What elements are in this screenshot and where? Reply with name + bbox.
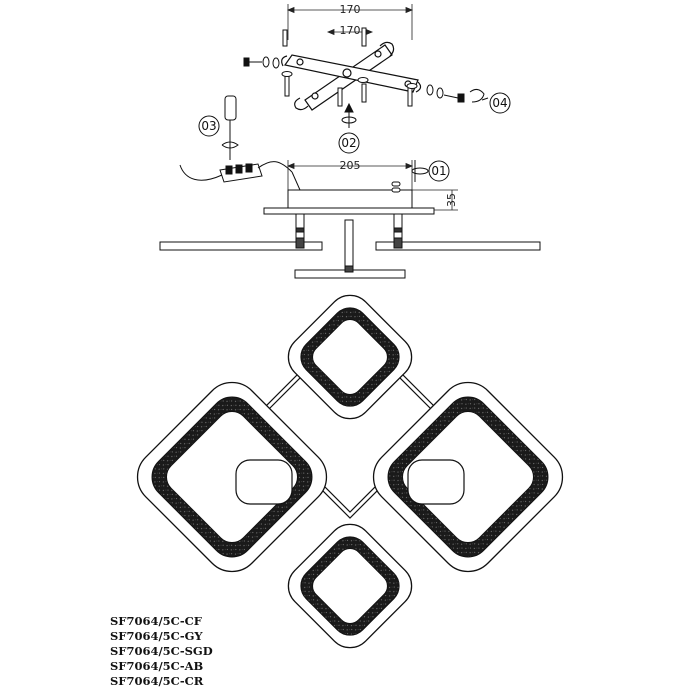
mounting-bracket-section: 170 170 [243,3,489,128]
base-width-label: 205 [340,159,361,172]
step-01-callout: 01 [411,160,450,182]
step-02-callout: 02 [338,132,360,154]
outer-width-dimension [286,4,414,40]
terminal-block-section: 03 [179,95,301,191]
model-number: SF7064/5C-CF [110,614,202,628]
step-04-label: 04 [492,96,507,110]
step-02-label: 02 [341,136,356,150]
chandelier-top-view [136,294,564,649]
rotation-arrow-02 [341,102,357,128]
light-square-right [372,381,564,573]
light-square-left [136,381,328,573]
model-number: SF7064/5C-AB [110,659,204,673]
screws [281,27,418,107]
step-01-label: 01 [431,164,446,178]
light-square-top [287,294,413,420]
ceiling-base [263,181,435,215]
side-screw-left [243,56,280,69]
side-screw-right [426,84,489,103]
model-number-list: SF7064/5C-CF SF7064/5C-GY SF7064/5C-SGD … [110,614,213,689]
outer-width-label: 170 [340,3,361,16]
terminal-block [219,163,263,183]
model-number: SF7064/5C-SGD [110,644,213,658]
inner-connectors [235,459,465,505]
power-cable [179,161,301,191]
cross-bracket [281,41,422,111]
base-width-dimension [286,160,414,192]
light-arms-profile [159,213,541,279]
side-profile-section: 205 35 01 [159,159,541,279]
base-height-label: 35 [445,193,458,207]
model-number: SF7064/5C-GY [110,629,203,643]
model-number: SF7064/5C-CR [110,674,204,688]
screwdriver-icon [221,95,239,160]
inner-width-label: 170 [340,24,361,37]
step-04-callout: 04 [489,92,511,114]
step-03-label: 03 [201,119,216,133]
step-03-callout: 03 [198,115,220,137]
light-square-bottom [287,523,413,649]
